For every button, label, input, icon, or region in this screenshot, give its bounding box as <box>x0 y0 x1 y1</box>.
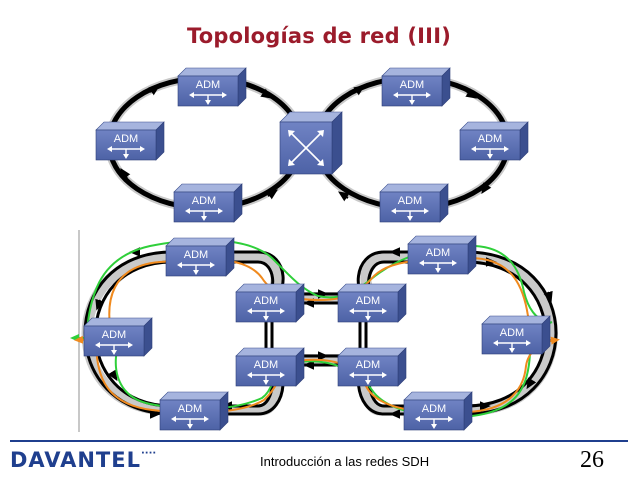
svg-text:ADM: ADM <box>184 249 208 261</box>
green-path-top <box>85 239 552 339</box>
svg-text:ADM: ADM <box>426 247 450 259</box>
bottom-adm-right-bottom: ADM <box>403 391 473 431</box>
svg-text:ADM: ADM <box>102 329 126 341</box>
top-adm-right-top: ADM <box>381 67 451 107</box>
top-adm-left-left: ADM <box>95 121 165 161</box>
page-number: 26 <box>580 447 604 473</box>
svg-text:ADM: ADM <box>254 359 278 371</box>
svg-text:ADM: ADM <box>192 195 216 207</box>
top-adm-right-right: ADM <box>459 121 529 161</box>
bottom-adm-center-right-bottom: ADM <box>337 347 407 387</box>
svg-text:ADM: ADM <box>196 79 220 91</box>
top-adm-right-bottom: ADM <box>379 183 449 223</box>
bottom-adm-left-left: ADM <box>83 317 153 357</box>
bottom-adm-center-left-bottom: ADM <box>235 347 305 387</box>
bottom-adm-center-right-top: ADM <box>337 283 407 323</box>
slide-title: Topologías de red (III) <box>186 24 452 48</box>
top-adm-left-bottom: ADM <box>173 183 243 223</box>
bottom-adm-right-top: ADM <box>407 235 477 275</box>
orange-path-bottom <box>95 336 560 414</box>
bottom-adm-center-left-top: ADM <box>235 283 305 323</box>
logo-dots: ···· <box>140 448 157 459</box>
svg-text:ADM: ADM <box>398 195 422 207</box>
svg-text:ADM: ADM <box>114 133 138 145</box>
svg-text:ADM: ADM <box>478 133 502 145</box>
footer-rule <box>10 440 628 442</box>
topology-diagram: ADM ADM ADM ADM ADM ADM <box>70 67 560 432</box>
davantel-logo: DAVANTEL···· <box>10 448 156 476</box>
logo-text: DAVANTEL <box>10 448 141 472</box>
svg-text:ADM: ADM <box>254 295 278 307</box>
cross-connect-switch <box>279 111 343 175</box>
svg-text:ADM: ADM <box>178 403 202 415</box>
top-adm-left-top: ADM <box>177 67 247 107</box>
footer-text: Introducción a las redes SDH <box>260 454 430 469</box>
bottom-adm-right-right: ADM <box>481 315 551 355</box>
svg-text:ADM: ADM <box>500 327 524 339</box>
top-topology: ADM ADM ADM ADM ADM ADM <box>95 67 529 223</box>
svg-text:ADM: ADM <box>356 295 380 307</box>
bottom-adm-left-top: ADM <box>165 237 235 277</box>
bottom-topology: ADM ADM ADM ADM ADM ADM ADM ADM ADM ADM <box>70 230 560 432</box>
bottom-adm-left-bottom: ADM <box>159 391 229 431</box>
svg-text:ADM: ADM <box>422 403 446 415</box>
svg-text:ADM: ADM <box>356 359 380 371</box>
svg-text:ADM: ADM <box>400 79 424 91</box>
